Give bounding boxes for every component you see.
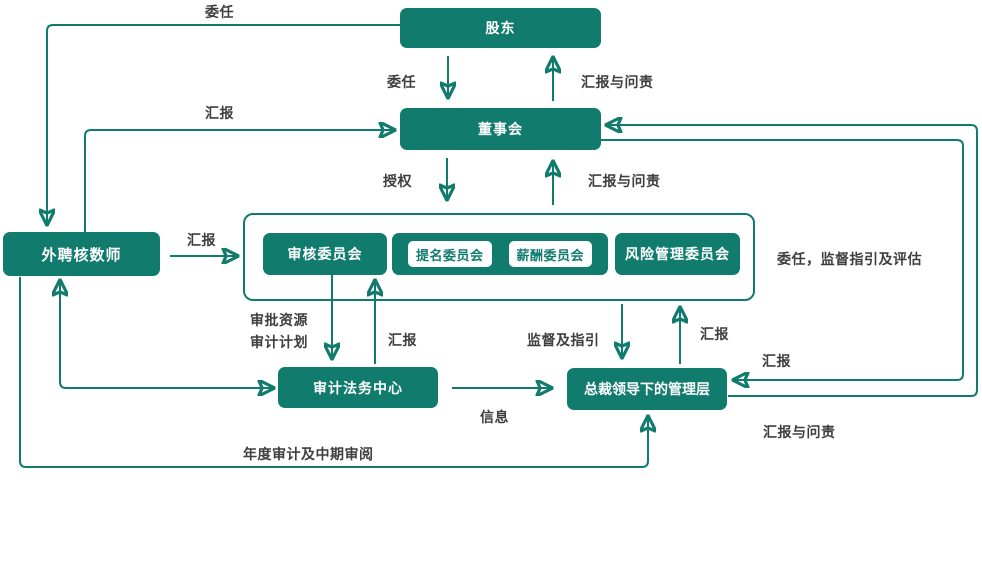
- edge-label-committees-report-board: 汇报与问责: [588, 173, 661, 189]
- node-external-auditor: 外聘核数师: [3, 232, 160, 276]
- node-audit-committee: 审核委员会: [263, 233, 387, 275]
- node-shareholders: 股东: [400, 8, 601, 48]
- edge-label-appoint-board: 委任: [387, 74, 416, 90]
- node-board: 董事会: [400, 108, 601, 150]
- edge-label-management-report-right: 汇报: [762, 353, 791, 369]
- edge-label-appoint-supervise-evaluate: 委任，监督指引及评估: [777, 251, 922, 267]
- edge-label-board-report-shareholders: 汇报与问责: [581, 74, 654, 90]
- node-nomination-committee: 提名委员会: [407, 241, 492, 267]
- edge-label-center-report-auditcommittee: 汇报: [388, 332, 417, 348]
- edge-label-report-accountability-bottom: 汇报与问责: [763, 424, 836, 440]
- edge-label-supervise-guide: 监督及指引: [527, 332, 600, 348]
- node-management: 总裁领导下的管理层: [567, 368, 727, 410]
- edge-label-auditor-report-board: 汇报: [205, 105, 234, 121]
- node-risk-committee: 风险管理委员会: [615, 233, 740, 275]
- edge-label-management-report-committees: 汇报: [700, 326, 729, 342]
- arrow-auditor-center-bidirectional: [60, 281, 273, 388]
- node-nomination-remuneration-group: 提名委员会 薪酬委员会: [392, 233, 608, 275]
- edge-label-appoint-auditor: 委任: [205, 4, 234, 20]
- edge-label-information: 信息: [480, 409, 509, 425]
- node-audit-legal-center: 审计法务中心: [278, 367, 438, 408]
- edge-label-approve-resources-audit-plan: 审批资源 审计计划: [250, 312, 308, 350]
- node-remuneration-committee: 薪酬委员会: [508, 241, 593, 267]
- edge-label-annual-audit-interim-review: 年度审计及中期审阅: [243, 446, 374, 462]
- edge-label-auditor-report-committees: 汇报: [187, 232, 216, 248]
- edge-label-authorize: 授权: [383, 173, 412, 189]
- arrow-shareholders-appoint-auditor: [47, 24, 400, 224]
